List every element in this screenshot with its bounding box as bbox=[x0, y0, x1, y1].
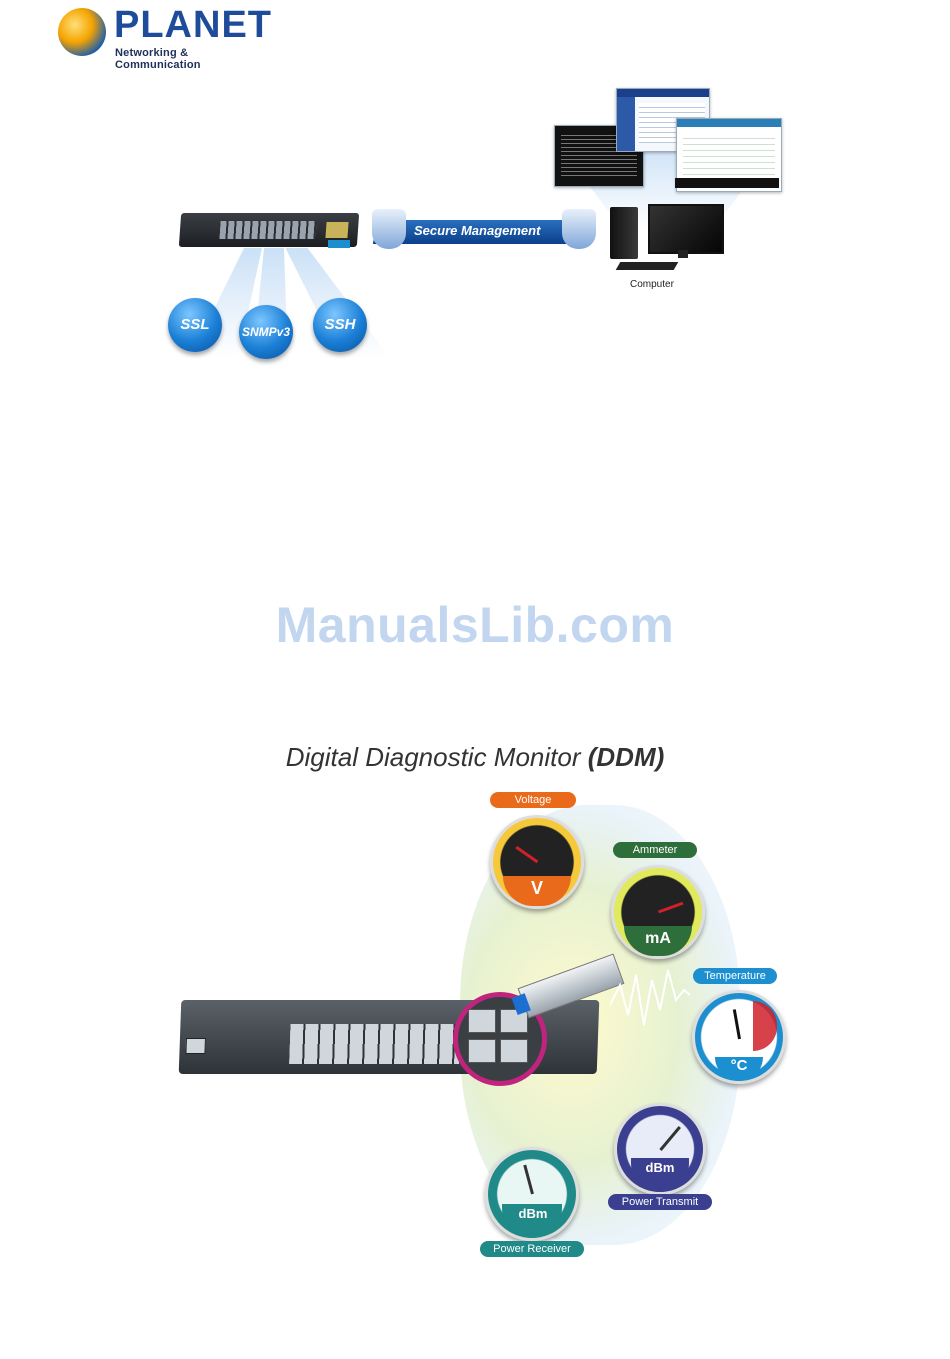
ammeter-unit: mA bbox=[638, 930, 678, 948]
switch-fiber-port bbox=[328, 240, 350, 248]
temperature-unit: °C bbox=[719, 1057, 759, 1074]
power-transmit-gauge: dBm bbox=[614, 1103, 706, 1195]
watermark: ManualsLib.com bbox=[0, 596, 950, 654]
power-receiver-label: Power Receiver bbox=[480, 1241, 584, 1257]
power-transmit-label: Power Transmit bbox=[608, 1194, 712, 1210]
temperature-hot-zone bbox=[753, 1001, 777, 1051]
shield-icon bbox=[562, 209, 596, 249]
secure-management-label: Secure Management bbox=[414, 223, 540, 238]
switch-ports bbox=[289, 1024, 460, 1064]
ammeter-gauge: mA bbox=[611, 865, 705, 959]
status-bar bbox=[675, 178, 779, 188]
monitor-stand bbox=[678, 250, 688, 258]
shield-icon bbox=[372, 209, 406, 249]
voltage-needle bbox=[515, 846, 538, 863]
temperature-label: Temperature bbox=[693, 968, 777, 984]
ddm-title-main: Digital Diagnostic Monitor bbox=[286, 742, 588, 772]
planet-logo: PLANET Networking & Communication bbox=[58, 6, 268, 62]
temperature-needle bbox=[733, 1009, 741, 1039]
protocol-ssl-badge: SSL bbox=[168, 298, 222, 352]
ddm-figure: Voltage V Ammeter mA Temperature °C dBm … bbox=[170, 785, 800, 1265]
power-receiver-gauge: dBm bbox=[485, 1147, 579, 1241]
switch-sfp-ports bbox=[325, 222, 348, 238]
globe-logo-icon bbox=[58, 8, 106, 56]
keyboard-icon bbox=[616, 262, 679, 270]
signal-wave bbox=[610, 955, 690, 1035]
logo-brand: PLANET bbox=[114, 4, 272, 47]
ddm-title: Digital Diagnostic Monitor (DDM) bbox=[0, 742, 950, 773]
power-receiver-needle bbox=[523, 1165, 534, 1195]
switch-ports bbox=[219, 221, 316, 239]
voltage-label: Voltage bbox=[490, 792, 576, 808]
secure-management-figure: Secure Management Computer SSL SNMPv3 SS… bbox=[160, 80, 800, 370]
pc-tower-icon bbox=[610, 207, 638, 259]
voltage-gauge: V bbox=[490, 815, 584, 909]
power-transmit-needle bbox=[659, 1126, 681, 1151]
protocol-ssh-badge: SSH bbox=[313, 298, 367, 352]
ammeter-needle bbox=[658, 902, 683, 914]
protocol-snmpv3-badge: SNMPv3 bbox=[239, 305, 293, 359]
voltage-unit: V bbox=[527, 878, 547, 899]
logo-tagline: Networking & Communication bbox=[115, 47, 268, 71]
ddm-title-abbrev: (DDM) bbox=[588, 742, 665, 772]
monitor-icon bbox=[648, 204, 724, 254]
console-port bbox=[185, 1038, 206, 1054]
power-receiver-unit: dBm bbox=[512, 1206, 554, 1221]
power-transmit-unit: dBm bbox=[639, 1160, 681, 1175]
ammeter-label: Ammeter bbox=[613, 842, 697, 858]
computer-label: Computer bbox=[630, 279, 674, 290]
temperature-gauge: °C bbox=[692, 990, 786, 1084]
